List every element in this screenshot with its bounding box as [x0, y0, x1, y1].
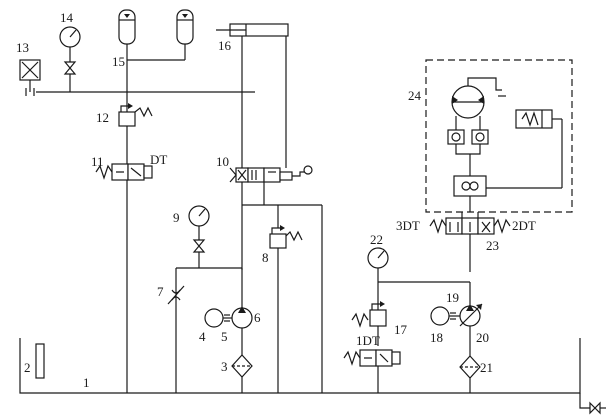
relief-valve-12: [118, 103, 153, 127]
solenoid-unloading-valve: [343, 349, 401, 393]
label-3: 3: [221, 359, 228, 374]
directional-valve-23: [429, 217, 511, 272]
accumulator-15b: [176, 9, 194, 60]
pressure-gauge-9: [188, 205, 210, 268]
air-breather-13: [19, 59, 41, 96]
coupling-5: [224, 314, 230, 322]
label-5: 5: [221, 329, 228, 344]
variable-pump-20: [459, 282, 483, 356]
label-4: 4: [199, 329, 206, 344]
pressure-gauge-14: [59, 26, 81, 92]
label-3dt: 3DT: [396, 218, 420, 233]
filter-21: [459, 355, 481, 393]
label-8: 8: [262, 250, 269, 265]
label-dt: DT: [150, 152, 167, 167]
label-16: 16: [218, 38, 232, 53]
label-22: 22: [370, 232, 383, 247]
oil-tank: [19, 338, 606, 415]
label-6: 6: [254, 310, 261, 325]
label-23: 23: [486, 238, 499, 253]
drain-pipe: [579, 393, 590, 409]
label-12: 12: [96, 110, 109, 125]
label-24: 24: [408, 88, 422, 103]
hydraulic-cylinder-16: [216, 23, 289, 168]
filter-3: [231, 354, 253, 393]
motor-18: [430, 306, 460, 326]
label-14: 14: [60, 10, 74, 25]
relief-valve-8: [269, 225, 303, 393]
label-7: 7: [157, 284, 164, 299]
label-19: 19: [446, 290, 459, 305]
label-20: 20: [476, 330, 489, 345]
tank-level-gauge: [35, 343, 45, 379]
label-17: 17: [394, 322, 408, 337]
hydraulic-pump-6: [231, 268, 253, 355]
coupling-19: [450, 312, 456, 320]
label-18: 18: [430, 330, 443, 345]
label-2: 2: [24, 360, 31, 375]
label-10: 10: [216, 154, 229, 169]
label-1: 1: [83, 375, 90, 390]
motor-assembly-24: [425, 59, 573, 213]
accumulator-15a: [118, 9, 136, 60]
drain-valve-icon: [589, 401, 606, 415]
label-11: 11: [91, 154, 104, 169]
label-13: 13: [16, 40, 29, 55]
brake-cylinder: [486, 109, 563, 189]
label-2dt: 2DT: [512, 218, 536, 233]
relief-valve-17: [351, 301, 387, 346]
label-15: 15: [112, 54, 125, 69]
solenoid-valve-11: [95, 163, 153, 181]
label-21: 21: [480, 360, 493, 375]
label-1dt: 1DT: [356, 333, 380, 348]
throttle-valve-7: [167, 285, 185, 305]
motor-4: [204, 308, 232, 328]
label-9: 9: [173, 210, 180, 225]
pressure-gauge-22: [367, 247, 389, 282]
